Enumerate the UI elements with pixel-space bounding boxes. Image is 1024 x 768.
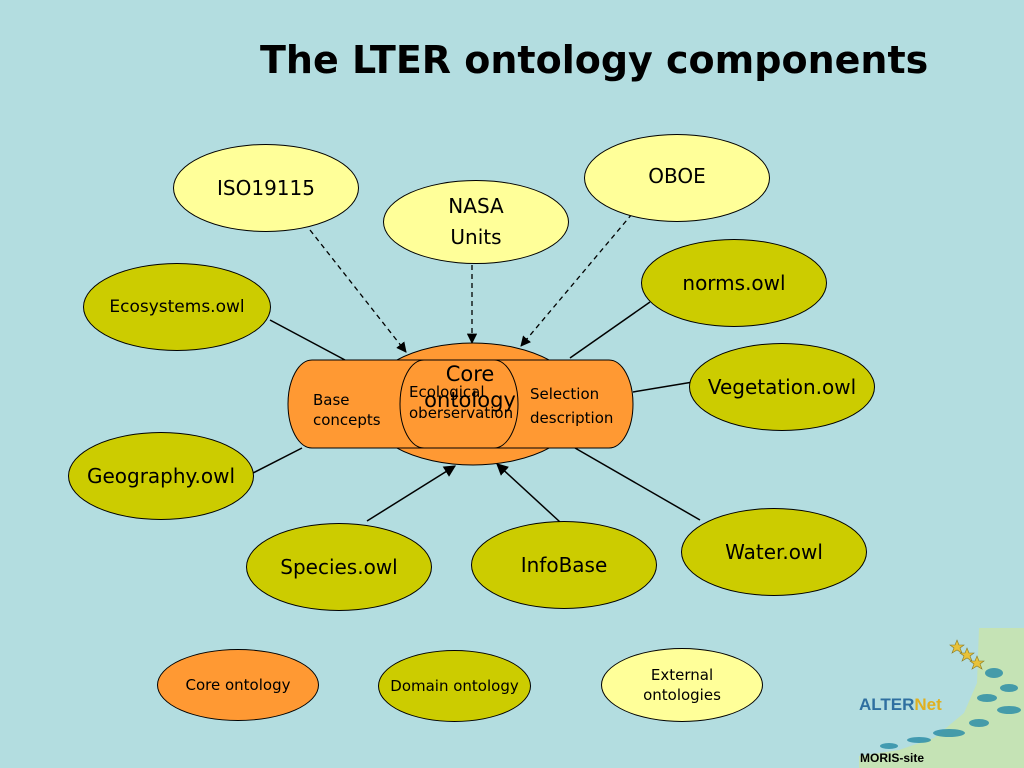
node-norms: norms.owl: [641, 239, 827, 327]
ecological-observation-label: Ecological oberservation: [409, 383, 514, 422]
alternet-logo: ALTERNet MORIS-site: [859, 628, 1024, 768]
arrow-infobase: [496, 463, 561, 523]
connector-norms: [569, 301, 651, 359]
legend-core-ontology: Core ontology: [157, 649, 319, 721]
connector-ecosystems: [269, 319, 346, 361]
node-vegetation: Vegetation.owl: [689, 343, 875, 431]
node-iso19115: ISO19115: [173, 144, 359, 232]
node-infobase: InfoBase: [471, 521, 657, 609]
selection-description-label: Selection description: [530, 385, 614, 427]
arrow-species: [366, 465, 457, 522]
node-ecosystems: Ecosystems.owl: [83, 263, 271, 351]
connector-vegetation: [632, 381, 694, 393]
core-ontology-shape: [287, 342, 634, 466]
connector-water: [574, 447, 701, 521]
node-oboe: OBOE: [584, 134, 770, 222]
legend-domain-ontology: Domain ontology: [378, 650, 531, 722]
node-geography: Geography.owl: [68, 432, 254, 520]
base-concepts-label: Base concepts: [313, 391, 381, 430]
node-nasa-units: NASA Units: [383, 180, 569, 264]
page-title: The LTER ontology components: [260, 38, 929, 82]
legend-external-ontologies: External ontologies: [601, 648, 763, 722]
core-ontology-title: Core ontology: [424, 362, 516, 413]
logo-brand: ALTERNet: [859, 695, 942, 714]
node-water: Water.owl: [681, 508, 867, 596]
connector-geography: [252, 447, 303, 474]
logo-site-label: MORIS-site: [860, 751, 924, 765]
arrow-iso: [309, 229, 407, 353]
node-species: Species.owl: [246, 523, 432, 611]
arrow-oboe: [520, 213, 633, 347]
